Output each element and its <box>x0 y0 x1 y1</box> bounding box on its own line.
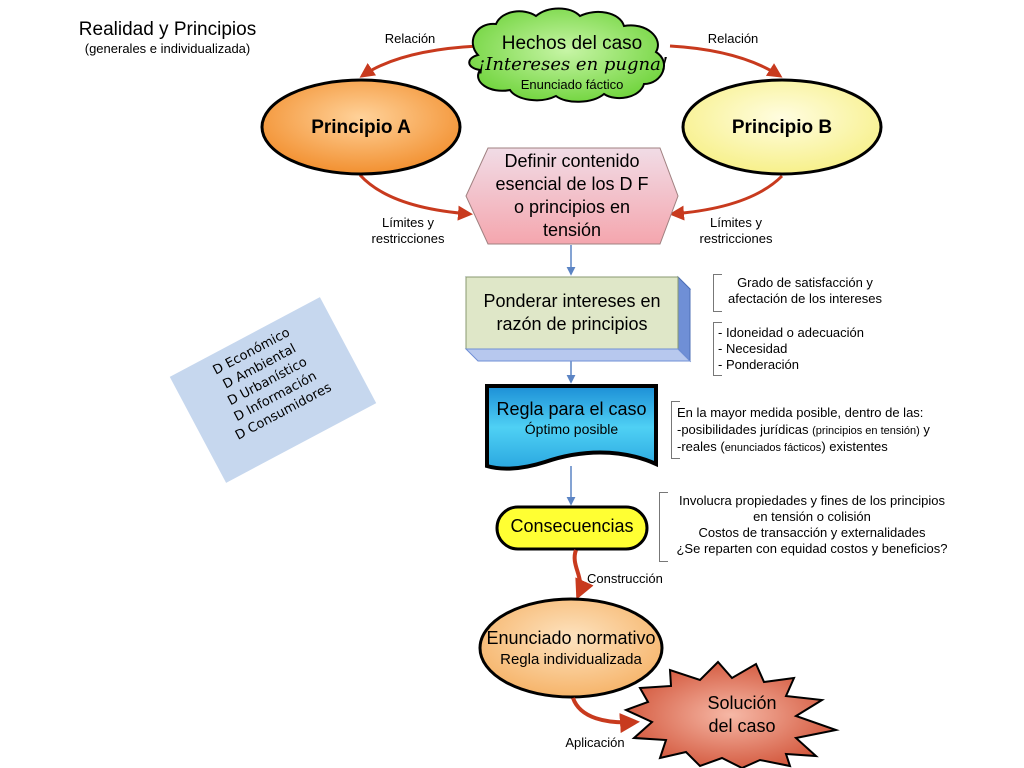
grado-line-1: Grado de satisfacción y <box>737 275 873 290</box>
derechos-card <box>169 297 377 483</box>
principio-a-oval <box>260 78 462 176</box>
hechos-caption: Enunciado fáctico <box>520 77 624 92</box>
principio-b-label: Principio B <box>731 117 833 138</box>
enunciado-title: Enunciado normativo <box>486 628 656 648</box>
regla-title: Regla para el caso <box>496 399 647 419</box>
aplicacion-label: Aplicación <box>565 735 625 750</box>
limites-label-right-2: restricciones <box>699 231 773 246</box>
regla-document-shape <box>485 384 658 471</box>
involucra-line-3: Costos de transacción y externalidades <box>698 525 926 540</box>
medida-line-2-main: -posibilidades jurídicas <box>677 422 813 437</box>
definir-line-2: esencial de los D F <box>495 174 649 194</box>
principio-b-oval <box>681 78 883 176</box>
enunciado-caption: Regla individualizada <box>500 651 642 668</box>
grado-line-2: afectación de los intereses <box>728 291 882 306</box>
limites-label-right-1: Límites y <box>709 215 762 230</box>
medida-line-2-end: y <box>919 422 930 437</box>
medida-brace <box>671 401 680 459</box>
medida-line-3-end: ) existentes <box>821 439 888 454</box>
hechos-title: Hechos del caso <box>501 33 643 54</box>
medida-line-2-paren: (principios en tensión) <box>812 425 920 437</box>
ponderar-line-1: Ponderar intereses en <box>483 291 661 311</box>
principio-a-label: Principio A <box>311 117 411 138</box>
limites-arrow-left <box>358 173 473 221</box>
hechos-emphasis: ¡Intereses en pugna! <box>478 54 669 75</box>
involucra-brace <box>659 492 668 562</box>
consecuencias-pill <box>495 505 649 551</box>
definir-line-4: tensión <box>542 220 602 240</box>
ponderar-box-front <box>465 276 679 350</box>
definir-hexagon <box>465 147 679 245</box>
relacion-label-right: Relación <box>707 31 759 46</box>
grado-brace <box>713 274 722 312</box>
construccion-label: Construcción <box>587 571 663 586</box>
hechos-cloud-shape <box>468 7 665 103</box>
limites-arrow-right <box>669 174 784 221</box>
ponderar-box-bottom <box>464 348 692 362</box>
regla-caption: Óptimo posible <box>524 421 619 437</box>
limites-label-left-1: Límites y <box>381 215 434 230</box>
limites-label-left-2: restricciones <box>371 231 445 246</box>
definir-line-3: o principios en <box>513 197 631 217</box>
subprincipios-brace <box>713 322 722 376</box>
involucra-line-1: Involucra propiedades y fines de los pri… <box>679 493 945 508</box>
consecuencias-label: Consecuencias <box>510 516 634 536</box>
involucra-line-4: ¿Se reparten con equidad costos y benefi… <box>676 541 948 556</box>
medida-line-3-paren: enunciados fácticos <box>724 442 822 454</box>
relacion-label-left: Relación <box>384 31 436 46</box>
definir-line-1: Definir contenido <box>504 151 640 171</box>
solucion-starburst <box>623 660 840 768</box>
header-subtitle: (generales e individualizada) <box>84 41 251 56</box>
solucion-line-1: Solución <box>707 693 777 713</box>
aplicacion-arrow <box>571 697 640 734</box>
relacion-arrow-right <box>669 44 783 78</box>
ponderar-box-side <box>677 275 691 363</box>
enunciado-oval <box>478 597 664 699</box>
medida-line-2: -posibilidades jurídicas (principios en … <box>677 422 930 439</box>
derechos-card-group <box>169 297 377 483</box>
construccion-arrow <box>572 549 594 600</box>
involucra-line-2: en tensión o colisión <box>753 509 871 524</box>
ponderar-line-2: razón de principios <box>496 314 648 334</box>
subprincipio-1: - Idoneidad o adecuación <box>718 325 865 340</box>
subprincipio-3: - Ponderación <box>718 357 799 372</box>
medida-line-1: En la mayor medida posible, dentro de la… <box>677 405 924 420</box>
header-title: Realidad y Principios <box>78 19 257 40</box>
relacion-arrow-left <box>359 44 479 78</box>
medida-line-3-main: -reales ( <box>677 439 725 454</box>
subprincipio-2: - Necesidad <box>718 341 788 356</box>
medida-line-3: -reales (enunciados fácticos) existentes <box>677 439 888 456</box>
solucion-line-2: del caso <box>708 716 776 736</box>
